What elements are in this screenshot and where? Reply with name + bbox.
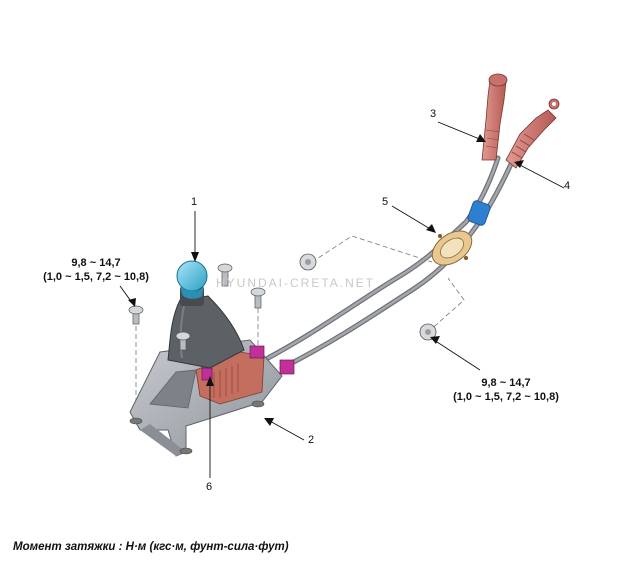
cable-end-4	[505, 98, 560, 169]
leader-arrowheads	[128, 134, 524, 426]
callout-4: 4	[564, 180, 571, 192]
shift-boot	[167, 295, 245, 369]
shift-knob	[176, 260, 208, 299]
leader-lines	[119, 121, 565, 478]
torque-spec-left: 9,8 ~ 14,7 (1,0 ~ 1,5, 7,2 ~ 10,8)	[30, 256, 162, 284]
bolt-left	[128, 305, 144, 325]
torque-spec-right-value: 9,8 ~ 14,7	[481, 377, 531, 389]
cable-grommet	[431, 230, 473, 266]
torque-spec-left-conversion: (1,0 ~ 1,5, 7,2 ~ 10,8)	[43, 271, 149, 283]
torque-spec-right: 9,8 ~ 14,7 (1,0 ~ 1,5, 7,2 ~ 10,8)	[440, 376, 572, 404]
torque-spec-left-value: 9,8 ~ 14,7	[71, 257, 121, 269]
cable-clip	[467, 200, 491, 226]
callout-1: 1	[191, 196, 198, 208]
nut-lower	[419, 323, 437, 341]
torque-spec-right-conversion: (1,0 ~ 1,5, 7,2 ~ 10,8)	[453, 391, 559, 403]
bolt-right	[250, 287, 266, 309]
torque-units-note: Момент затяжки : Н·м (кгс·м, фунт-сила·ф…	[13, 541, 289, 553]
callout-5: 5	[382, 196, 389, 208]
watermark: HYUNDAI-CRETA.NET	[216, 276, 376, 290]
bolt-upper	[217, 263, 233, 287]
callout-6: 6	[206, 481, 213, 493]
nut-upper	[299, 253, 317, 271]
callout-2: 2	[308, 434, 315, 446]
callout-3: 3	[430, 108, 437, 120]
bolt-center	[175, 331, 191, 351]
cable-end-3	[481, 73, 508, 161]
